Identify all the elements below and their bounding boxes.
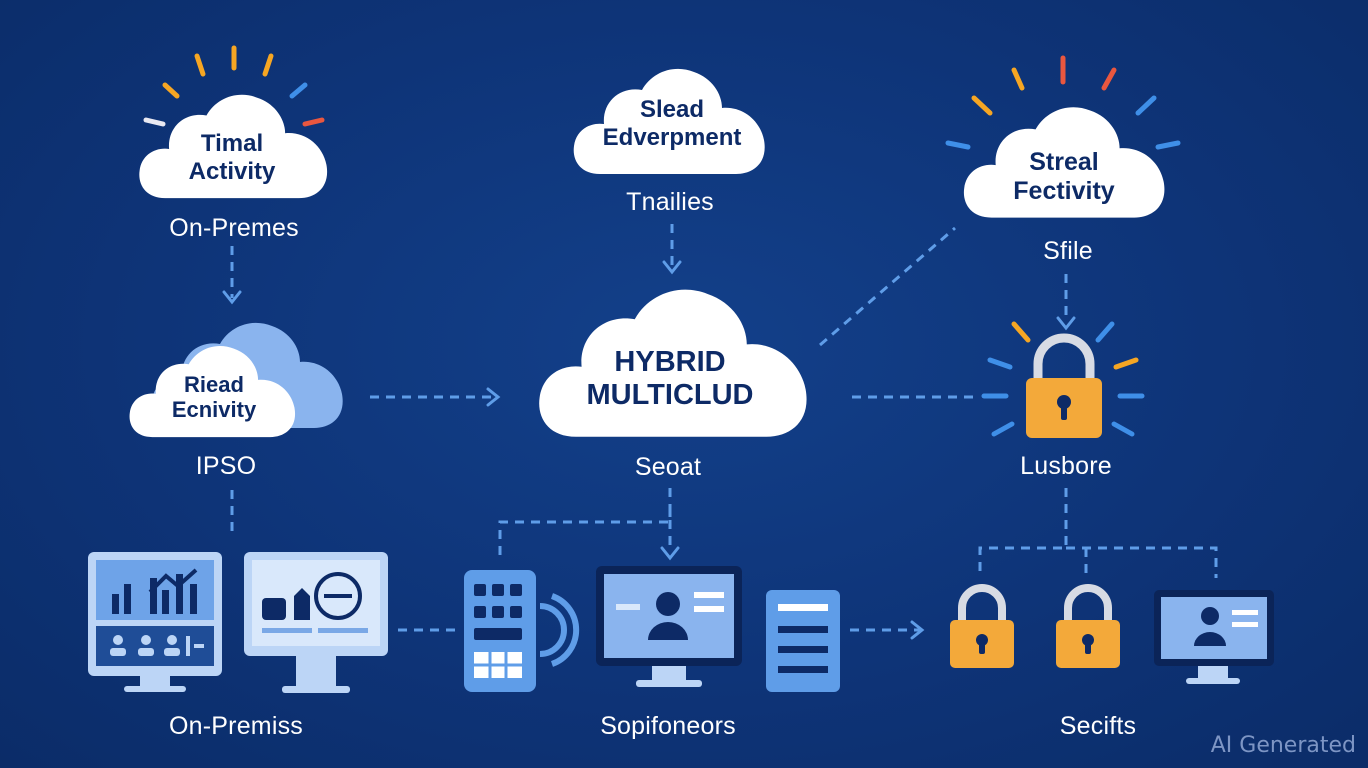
cloud-mid-left-line2: Ecnivity	[171, 397, 257, 423]
cloud-top-left-text: Timal Activity	[189, 130, 276, 185]
caption-top-left: On-Premes	[169, 214, 299, 242]
rays-top-left	[143, 45, 325, 127]
cloud-mid-left-line1: Riead	[184, 372, 244, 397]
connector-hub-to-topright	[819, 226, 956, 347]
connector-lock-tree-right	[1066, 546, 1218, 578]
document-icon	[766, 590, 840, 692]
caption-lock: Lusbore	[1020, 452, 1112, 480]
caption-bottom-center: Sopifoneors	[600, 712, 736, 740]
cloud-top-center-line2: Edverpment	[602, 123, 742, 151]
cloud-top-center-line1: Slead	[639, 96, 705, 123]
user-monitor-icon-right	[1154, 590, 1274, 684]
hub-line2: MULTICLUD	[586, 379, 754, 412]
watermark: AI Generated	[1210, 733, 1356, 758]
lock-icon-bottom-2	[1056, 584, 1120, 668]
connectors	[230, 224, 1218, 632]
user-monitor-icon	[596, 566, 742, 687]
cloud-top-left-line1: Timal	[200, 130, 264, 157]
connector-hub-to-phone	[498, 508, 672, 560]
rays-top-right	[945, 55, 1181, 150]
cloud-top-left-line2: Activity	[188, 157, 276, 185]
cloud-top-right-line2: Fectivity	[1013, 176, 1115, 205]
cloud-top-right-line1: Streal	[1029, 148, 1099, 176]
mobile-app-icon	[464, 570, 580, 692]
lock-icon	[1026, 333, 1102, 438]
cloud-top-right-text: Streal Fectivity	[1013, 148, 1114, 206]
analytics-monitor-icon	[244, 552, 388, 693]
arrowheads	[222, 260, 1076, 640]
dashboard-monitor-icon	[88, 552, 222, 692]
lock-icon-bottom-1	[950, 584, 1014, 668]
caption-top-center: Tnailies	[626, 188, 714, 216]
hub-line1: HYBRID	[614, 346, 726, 378]
hub-cloud-text: HYBRID MULTICLUD	[587, 346, 754, 413]
connector-lock-tree	[978, 488, 1068, 578]
caption-bottom-right: Secifts	[1059, 712, 1137, 740]
caption-bottom-left: On-Premiss	[169, 712, 303, 740]
caption-hub: Seoat	[634, 453, 702, 481]
cloud-top-center-text: Slead Edverpment	[603, 96, 742, 151]
caption-top-right: Sfile	[1043, 237, 1093, 265]
caption-mid-left: IPSO	[195, 452, 257, 480]
cloud-mid-left-text: Riead Ecnivity	[172, 372, 256, 423]
rays-lock	[981, 321, 1145, 437]
